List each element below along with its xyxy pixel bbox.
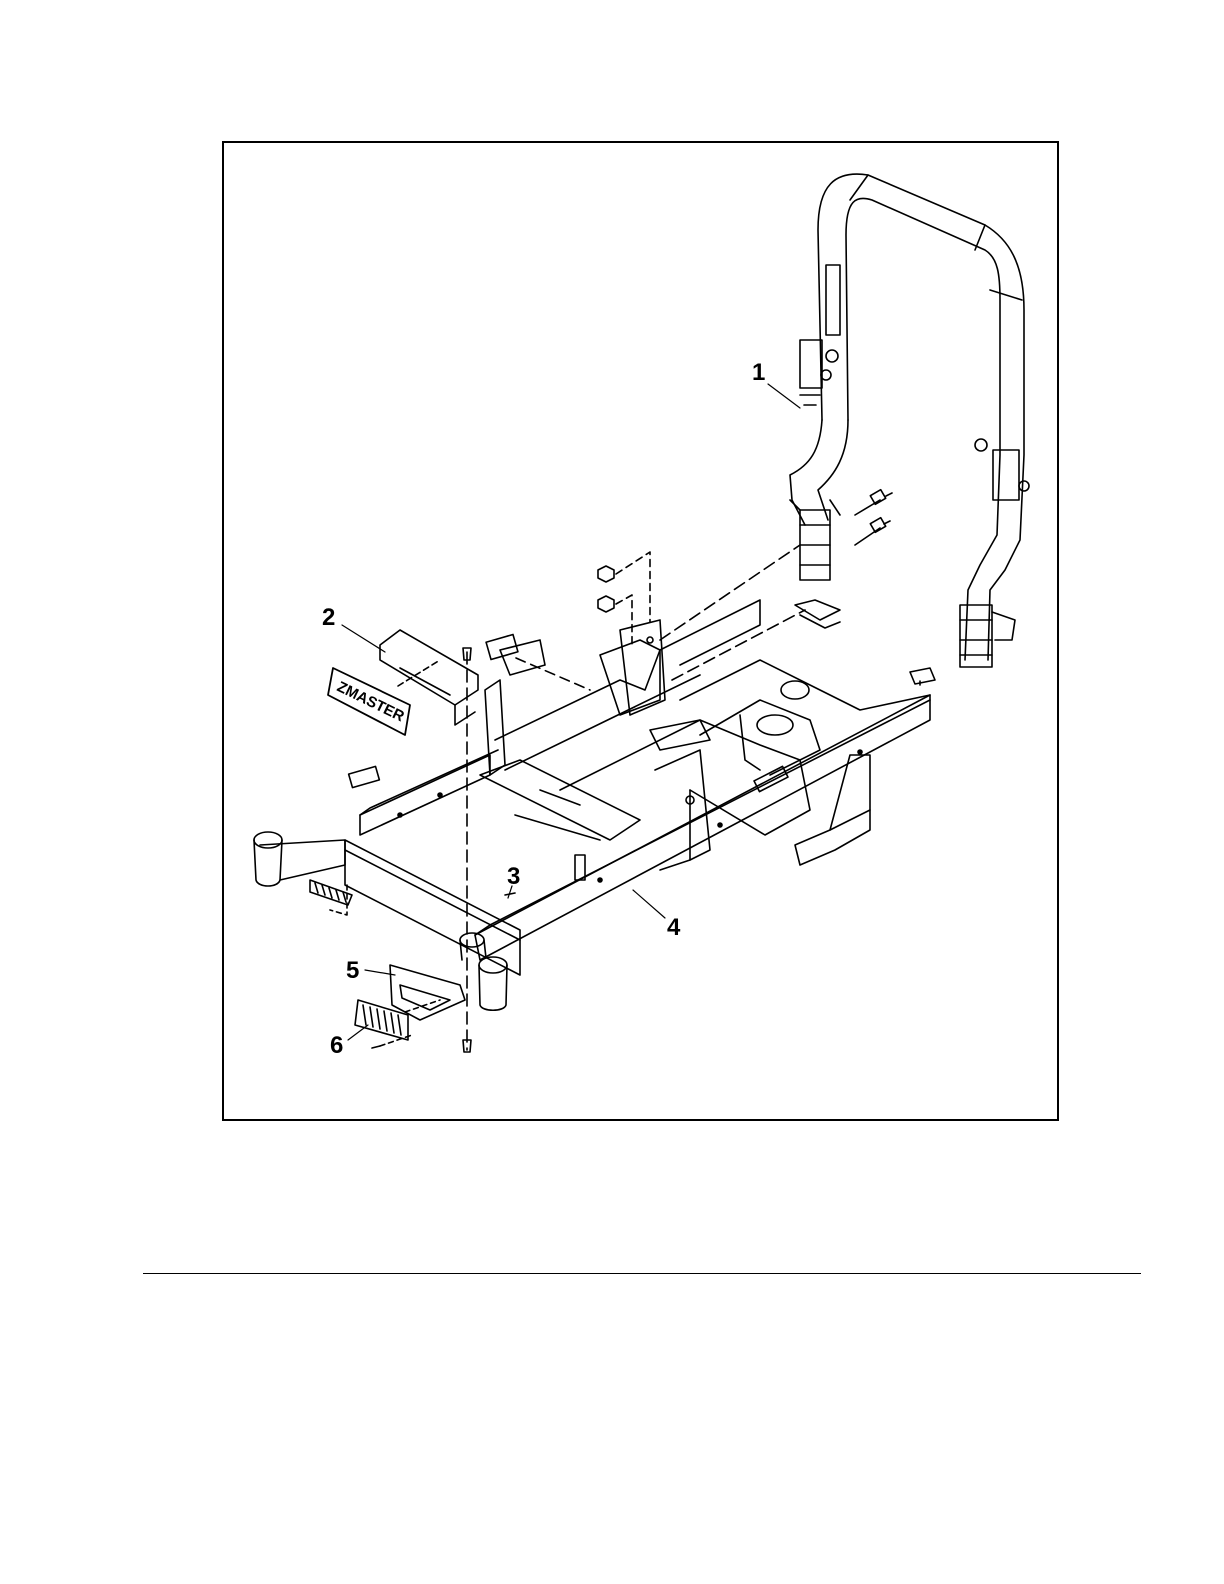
callout-1: 1: [752, 359, 765, 386]
callout-6: 6: [330, 1032, 343, 1059]
callout-4: 4: [667, 914, 681, 941]
callout-2: 2: [322, 604, 335, 631]
cover-and-logo: ZMASTER: [328, 630, 478, 735]
front-plate-and-grille: [355, 965, 465, 1046]
roll-bar: [790, 174, 1029, 667]
callout-3: 3: [507, 863, 520, 890]
callout-5: 5: [346, 957, 359, 984]
main-frame: [254, 600, 930, 1010]
hardware-and-leaders: [310, 545, 935, 1052]
callout-leaders: [342, 384, 800, 1040]
footer-rule: [143, 1273, 1141, 1274]
